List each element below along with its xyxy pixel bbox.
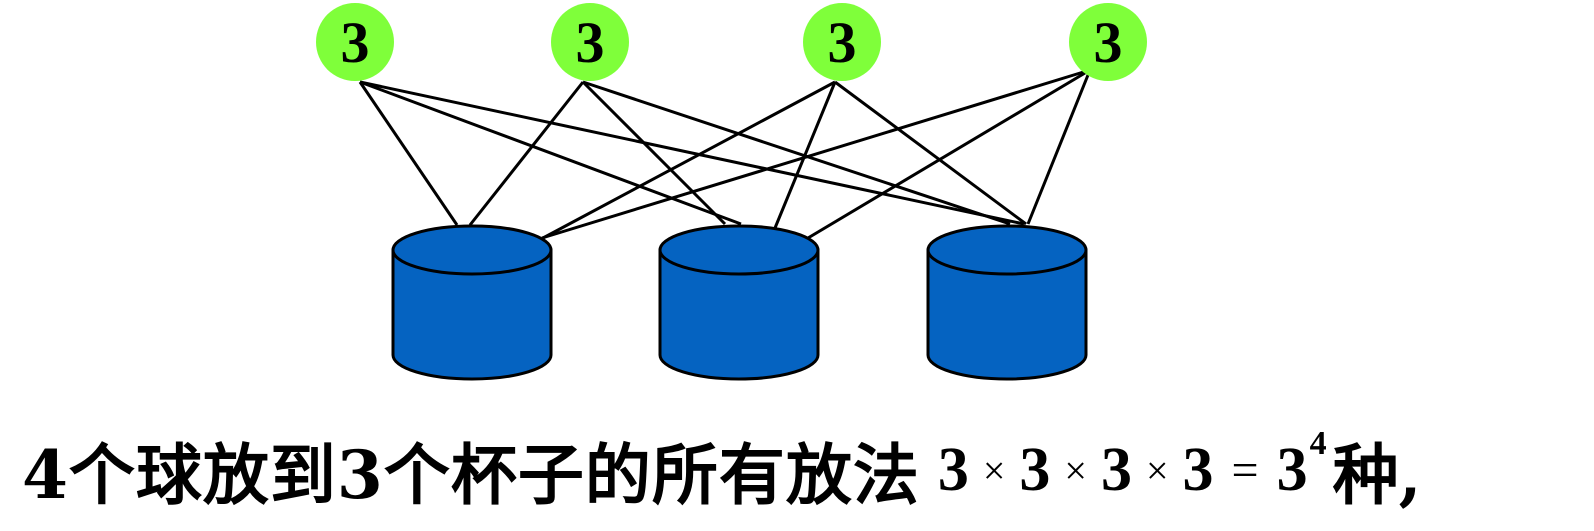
formula-exponent: 4 — [1309, 425, 1327, 462]
cup-rim — [391, 224, 553, 276]
cup — [926, 224, 1088, 381]
times-sign-1: × — [982, 447, 1006, 493]
caption: 4个球放到3个杯子的所有放法 3 × 3 × 3 × 3 = 3 4 种, — [22, 420, 1422, 520]
connection-line — [773, 81, 837, 229]
cup — [658, 224, 820, 381]
ball-circle — [803, 3, 881, 81]
connection-line — [359, 80, 1025, 226]
formula-factor-3: 3 — [1100, 435, 1132, 504]
connection-line — [542, 80, 836, 240]
cup-body — [926, 248, 1088, 381]
cup — [391, 224, 553, 381]
ball-label: 3 — [828, 10, 857, 75]
formula-factor-1: 3 — [937, 435, 969, 504]
ball: 3 — [1069, 3, 1147, 81]
times-sign-2: × — [1064, 447, 1087, 493]
caption-text: 4个球放到3个杯子的所有放法 — [22, 436, 920, 514]
connection-line — [359, 80, 742, 226]
balls-group: 3 3 3 3 — [316, 3, 1147, 81]
formula: 3 × 3 × 3 × 3 = 3 4 — [937, 425, 1327, 506]
connection-lines — [358, 68, 1092, 240]
connection-line — [582, 80, 1011, 226]
cup-rim — [926, 224, 1088, 276]
times-sign-3: × — [1145, 447, 1169, 493]
connection-line — [358, 81, 459, 226]
ball-circle — [551, 3, 629, 81]
ball: 3 — [803, 3, 881, 81]
ball-label: 3 — [576, 10, 605, 75]
equals-sign: = — [1231, 443, 1259, 497]
cup-body — [658, 248, 820, 381]
cup-rim — [658, 224, 820, 276]
ball-circle — [1069, 3, 1147, 81]
connection-line — [807, 68, 1091, 240]
ball: 3 — [551, 3, 629, 81]
caption-suffix: 种, — [1332, 436, 1422, 514]
ball-label: 3 — [1094, 10, 1123, 75]
connection-line — [834, 80, 1027, 226]
formula-factor-2: 3 — [1019, 435, 1051, 504]
ball-label: 3 — [341, 10, 370, 75]
connection-line — [581, 80, 727, 226]
ball-circle — [316, 3, 394, 81]
connection-line — [1026, 69, 1092, 225]
cups-group — [391, 224, 1088, 381]
connection-line — [541, 68, 1091, 240]
ball: 3 — [316, 3, 394, 81]
connection-line — [468, 81, 585, 226]
formula-base: 3 — [1276, 435, 1308, 504]
formula-factor-4: 3 — [1182, 435, 1214, 504]
cup-body — [391, 248, 553, 381]
